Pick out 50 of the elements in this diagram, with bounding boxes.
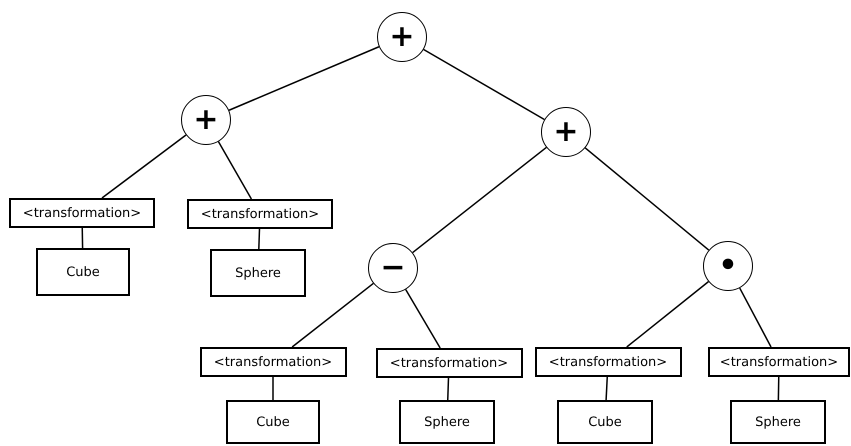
- node-label: Sphere: [424, 414, 470, 430]
- node-box: [200, 347, 346, 377]
- connector-line: [272, 377, 274, 400]
- connector-line: [218, 141, 252, 200]
- connector-line: [423, 48, 545, 120]
- operator-circle: [703, 241, 753, 291]
- node-label: Cube: [66, 264, 100, 280]
- connector-line: [626, 281, 709, 348]
- node-box: [708, 347, 850, 377]
- node-box: [557, 400, 653, 444]
- connector-line: [447, 378, 450, 400]
- node-label: <transformation>: [720, 354, 838, 370]
- node-box: [226, 400, 320, 444]
- operator-circle: [541, 107, 591, 157]
- connector-line: [228, 46, 380, 111]
- connector-line: [778, 376, 780, 400]
- node-box: [399, 400, 495, 444]
- operator-circle: [377, 12, 427, 62]
- operator-circle: [181, 95, 231, 145]
- connector-line: [584, 147, 710, 251]
- node-box: [210, 249, 306, 297]
- operator-circle: [368, 243, 418, 293]
- node-label: <transformation>: [548, 354, 668, 370]
- node-label: <transformation>: [200, 206, 320, 222]
- operator-symbol: −: [380, 253, 406, 283]
- operator-symbol: +: [193, 105, 219, 135]
- node-label: <transformation>: [390, 356, 508, 370]
- operator-symbol: •: [718, 251, 738, 281]
- connector-line: [412, 146, 547, 254]
- node-box: [36, 248, 130, 296]
- node-label: <transformation>: [22, 206, 142, 220]
- connector-line: [739, 288, 772, 348]
- connector-line: [82, 228, 84, 248]
- node-label: Cube: [588, 414, 622, 430]
- node-box: [730, 400, 826, 444]
- node-label: <transformation>: [214, 354, 332, 370]
- connector-line: [605, 376, 608, 400]
- operator-symbol: +: [553, 117, 579, 147]
- node-label: Sphere: [755, 414, 801, 430]
- node-box: [187, 199, 333, 229]
- connector-line: [258, 228, 260, 250]
- node-box: [9, 198, 155, 228]
- node-box: [534, 347, 682, 377]
- node-box: [376, 348, 522, 378]
- node-label: Sphere: [235, 266, 281, 280]
- operator-symbol: +: [389, 22, 415, 52]
- node-label: Cube: [256, 414, 290, 430]
- connector-line: [292, 282, 374, 348]
- connector-line: [102, 134, 186, 199]
- connector-line: [405, 289, 441, 348]
